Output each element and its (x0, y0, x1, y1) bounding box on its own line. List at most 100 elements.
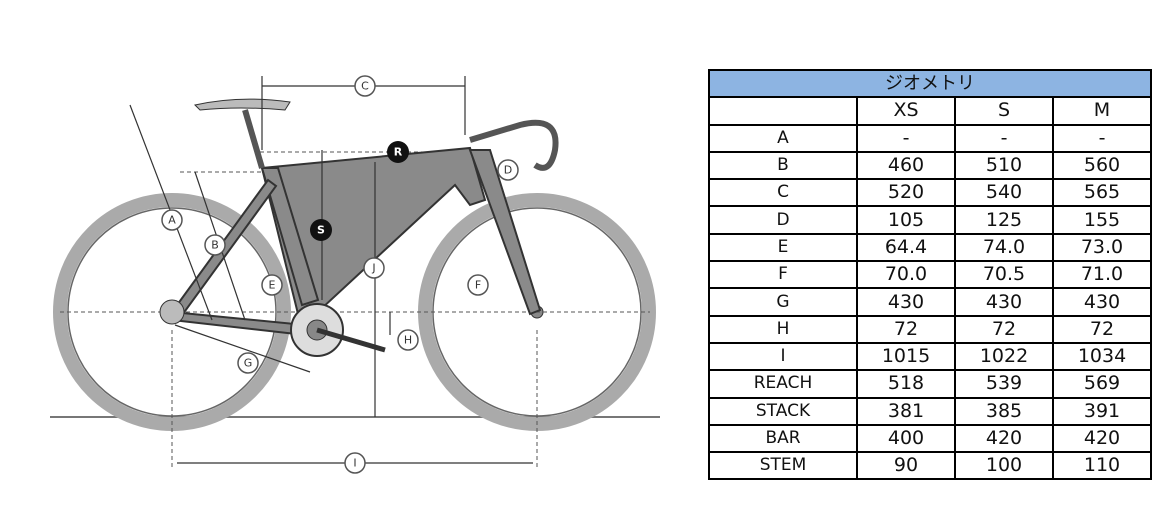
seatpost (242, 109, 265, 169)
size-header: XS (856, 96, 956, 126)
size-header: M (1052, 96, 1152, 126)
row-label: BAR (708, 423, 858, 454)
svg-text:D: D (504, 164, 512, 177)
cell-value: 385 (954, 396, 1054, 426)
cell-value: 560 (1052, 150, 1152, 181)
cell-value: 400 (856, 423, 956, 454)
cell-value: 518 (856, 369, 956, 399)
label-I: I (344, 452, 366, 474)
row-label: E (708, 232, 858, 263)
svg-text:S: S (317, 224, 325, 237)
svg-text:F: F (475, 279, 481, 292)
cell-value: 73.0 (1052, 232, 1152, 263)
svg-text:C: C (361, 80, 369, 93)
cell-value: 569 (1052, 369, 1152, 399)
row-label: STEM (708, 451, 858, 481)
cell-value: 72 (856, 314, 956, 344)
svg-text:G: G (244, 357, 253, 370)
crankset (290, 303, 386, 357)
table-title: ジオメトリ (708, 68, 1152, 99)
bike-frame (170, 146, 542, 337)
cell-value: 1034 (1052, 341, 1152, 372)
row-label: D (708, 205, 858, 235)
row-label: STACK (708, 396, 858, 426)
cell-value: - (856, 123, 956, 153)
cell-value: 381 (856, 396, 956, 426)
label-B: B (204, 234, 226, 256)
svg-text:E: E (269, 279, 276, 292)
cell-value: 110 (1052, 451, 1152, 481)
cell-value: 72 (1052, 314, 1152, 344)
cell-value: 520 (856, 178, 956, 208)
label-E: E (261, 274, 283, 296)
cell-value: 430 (1052, 287, 1152, 317)
cell-value: 420 (954, 423, 1054, 454)
row-label: F (708, 260, 858, 290)
cell-value: 1015 (856, 341, 956, 372)
label-C: C (354, 75, 376, 97)
svg-text:I: I (353, 457, 356, 470)
cell-value: 72 (954, 314, 1054, 344)
cell-value: 540 (954, 178, 1054, 208)
cell-value: 125 (954, 205, 1054, 235)
label-J: J (363, 257, 385, 279)
row-label: I (708, 341, 858, 372)
bike-geometry-diagram: C R S D A B E J F H G I (50, 75, 660, 474)
cell-value: 70.5 (954, 260, 1054, 290)
svg-text:H: H (404, 334, 412, 347)
label-A: A (161, 209, 183, 231)
cell-value: 155 (1052, 205, 1152, 235)
rear-cassette (159, 299, 185, 325)
size-header: S (954, 96, 1054, 126)
handlebar (469, 119, 559, 171)
label-R: R (387, 141, 409, 163)
svg-text:A: A (168, 214, 176, 227)
label-G: G (237, 352, 259, 374)
cell-value: 430 (954, 287, 1054, 317)
cell-value: 105 (856, 205, 956, 235)
row-label: G (708, 287, 858, 317)
row-label: REACH (708, 369, 858, 399)
row-label: B (708, 150, 858, 181)
saddle (194, 98, 291, 111)
cell-value: 510 (954, 150, 1054, 181)
cell-value: 430 (856, 287, 956, 317)
label-H: H (397, 329, 419, 351)
row-label: A (708, 123, 858, 153)
row-label: C (708, 178, 858, 208)
svg-text:J: J (371, 262, 375, 275)
cell-value: 539 (954, 369, 1054, 399)
label-S: S (310, 219, 332, 241)
cell-value: 74.0 (954, 232, 1054, 263)
table-row: A--- (708, 123, 1152, 153)
cell-value: 460 (856, 150, 956, 181)
cell-value: 391 (1052, 396, 1152, 426)
cell-value: - (954, 123, 1054, 153)
cell-value: 70.0 (856, 260, 956, 290)
svg-text:B: B (211, 239, 219, 252)
cell-value: - (1052, 123, 1152, 153)
cell-value: 420 (1052, 423, 1152, 454)
cell-value: 90 (856, 451, 956, 481)
label-D: D (497, 159, 519, 181)
header-blank (708, 96, 858, 126)
cell-value: 71.0 (1052, 260, 1152, 290)
cell-value: 64.4 (856, 232, 956, 263)
cell-value: 1022 (954, 341, 1054, 372)
row-label: H (708, 314, 858, 344)
label-F: F (467, 274, 489, 296)
cell-value: 565 (1052, 178, 1152, 208)
cell-value: 100 (954, 451, 1054, 481)
svg-text:R: R (394, 146, 403, 159)
